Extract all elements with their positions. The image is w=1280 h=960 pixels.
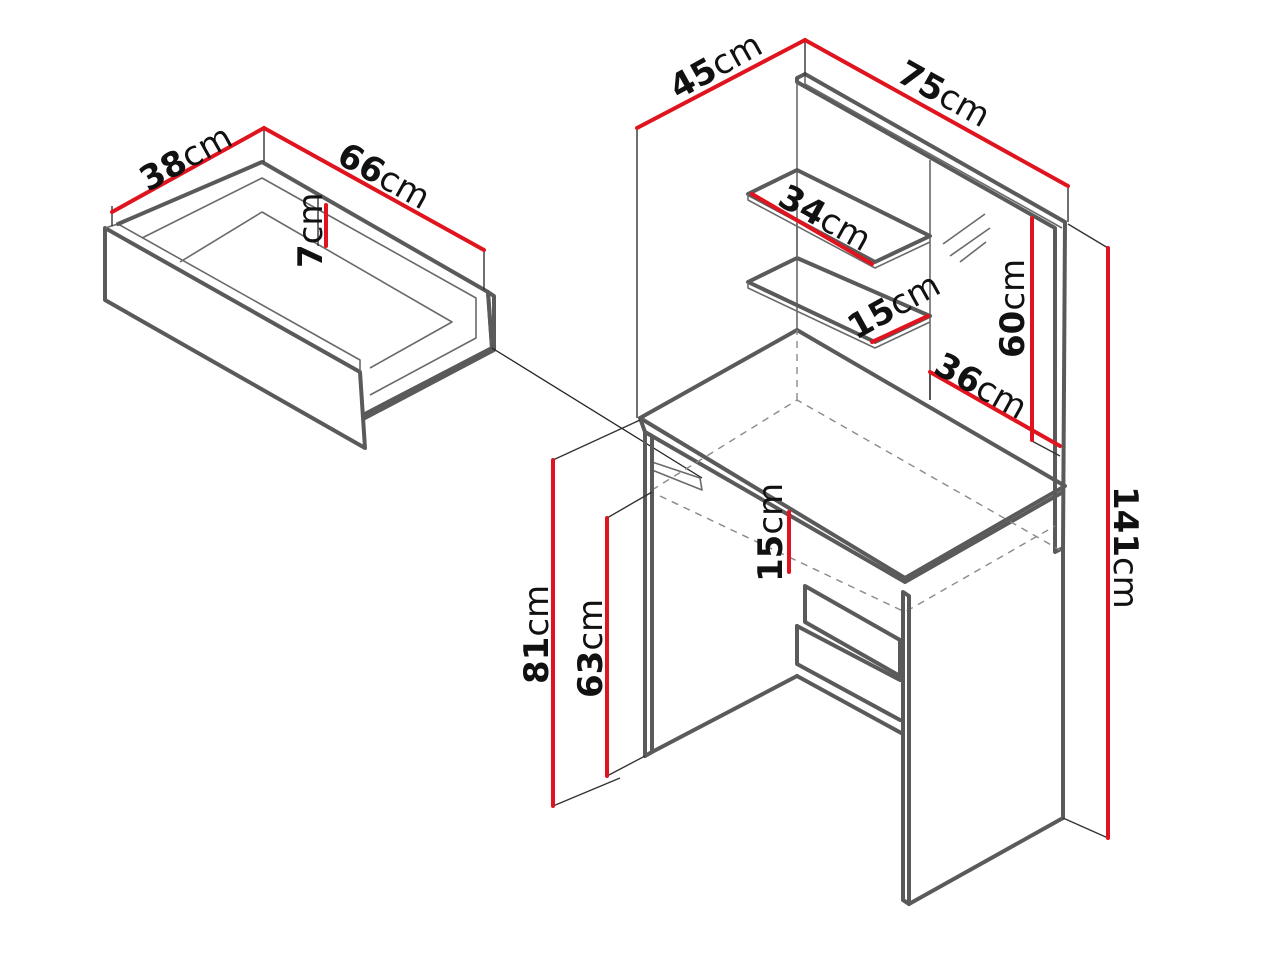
drawer-handle-lower — [795, 624, 902, 722]
label-desk-height: 81cm — [517, 585, 557, 684]
dim-line-shelf-width — [750, 192, 874, 266]
left-leg-panel — [643, 430, 654, 758]
drawer-inner-rim — [141, 177, 477, 396]
label-drawer-front-height: 15cm — [751, 483, 791, 582]
label-desk-depth: 45cm — [663, 25, 769, 108]
label-total-height: 141cm — [1105, 486, 1145, 609]
dim-line-desk-width — [803, 38, 1070, 188]
label-mirror-height: 60cm — [993, 259, 1033, 358]
drawer-side-panel — [363, 290, 496, 420]
label-drawer-height: 7cm — [291, 193, 331, 269]
dim-line-drawer-depth — [110, 126, 266, 214]
vanity-desk-illustration — [638, 72, 1067, 906]
drawer-handle-upper — [803, 584, 902, 678]
label-desk-width: 75cm — [891, 53, 997, 136]
modesty-panel — [795, 674, 911, 906]
label-legroom-height: 63cm — [571, 599, 611, 698]
drawer-inner-floor — [179, 211, 453, 369]
hutch-back-inner — [804, 74, 1063, 229]
dim-line-drawer-width — [262, 126, 486, 252]
label-shelf-depth: 15cm — [841, 265, 947, 348]
drawer-leader-line — [491, 347, 703, 479]
desktop-surface — [638, 328, 1067, 580]
label-drawer-depth: 38cm — [133, 117, 239, 200]
dim-line-mirror-width — [928, 370, 1062, 448]
dim-line-desk-depth — [635, 38, 807, 130]
dimension-lines — [110, 38, 1110, 840]
dim-line-shelf-depth — [870, 314, 930, 344]
desk-drawer-slot — [651, 461, 703, 491]
label-shelf-width: 34cm — [772, 177, 878, 260]
right-leg-panel — [901, 590, 911, 906]
drawer-extension-lines — [111, 128, 485, 290]
label-drawer-width: 66cm — [331, 135, 437, 218]
desk-extension-lines — [552, 40, 1109, 839]
mirror-glare-icon — [942, 213, 991, 263]
drawer-front-panel — [103, 226, 367, 450]
desktop-front-edge — [638, 416, 1065, 584]
